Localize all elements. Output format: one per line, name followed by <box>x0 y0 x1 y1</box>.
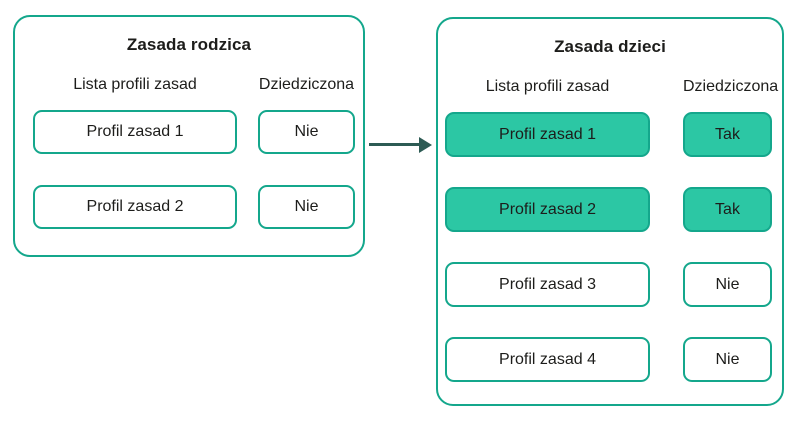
parent-column-header-profiles: Lista profili zasad <box>73 76 197 93</box>
parent-to-child-arrow-line <box>369 143 420 146</box>
child-policy-panel: Zasada dzieci Lista profili zasad Dziedz… <box>436 17 784 406</box>
child-profile-box-4: Profil zasad 4 <box>445 337 650 382</box>
arrow-right-icon <box>419 137 432 153</box>
child-profile-box-1: Profil zasad 1 <box>445 112 650 157</box>
parent-profile-box-1: Profil zasad 1 <box>33 110 237 154</box>
child-inherited-flag-4: Nie <box>683 337 772 382</box>
parent-column-header-inherited: Dziedziczona <box>258 76 355 93</box>
child-profile-box-2: Profil zasad 2 <box>445 187 650 232</box>
parent-inherited-flag-2: Nie <box>258 185 355 229</box>
parent-profile-box-2: Profil zasad 2 <box>33 185 237 229</box>
parent-panel-title: Zasada rodzica <box>126 35 252 54</box>
child-panel-title: Zasada dzieci <box>554 37 666 56</box>
parent-inherited-flag-1: Nie <box>258 110 355 154</box>
child-inherited-flag-3: Nie <box>683 262 772 307</box>
child-profile-box-3: Profil zasad 3 <box>445 262 650 307</box>
child-inherited-flag-1: Tak <box>683 112 772 157</box>
child-column-header-profiles: Lista profili zasad <box>485 78 610 95</box>
child-column-header-inherited: Dziedziczona <box>683 78 779 95</box>
child-inherited-flag-2: Tak <box>683 187 772 232</box>
parent-policy-panel: Zasada rodzica Lista profili zasad Dzied… <box>13 15 365 257</box>
